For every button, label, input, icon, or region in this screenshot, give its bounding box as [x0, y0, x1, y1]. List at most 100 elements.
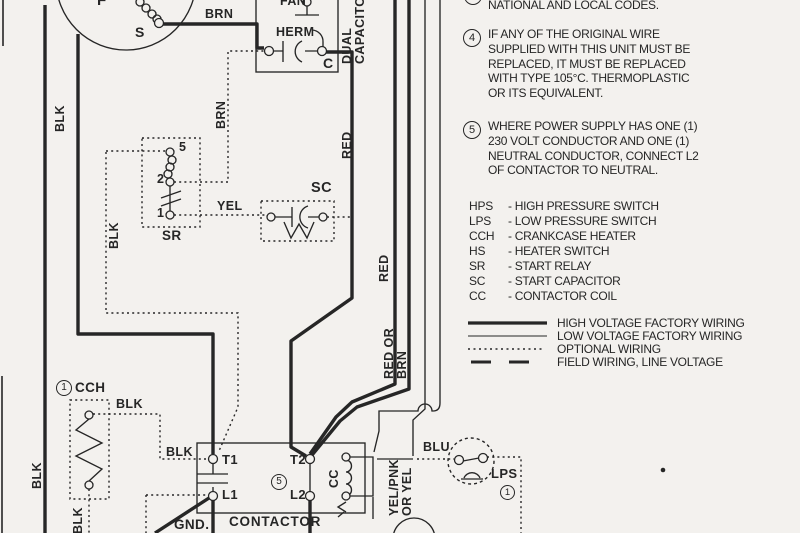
opt-wire-cch-to-t1: [93, 413, 207, 460]
note4-ref: 4: [463, 29, 481, 47]
start-relay-label: SR: [162, 228, 182, 243]
herm-capacitor-plates: [274, 40, 318, 63]
legend-label-low-voltage: LOW VOLTAGE FACTORY WIRING: [557, 329, 743, 343]
abbr-sc: SC: [469, 274, 486, 288]
terminal-sr-5: [165, 147, 175, 157]
contactor-coil-bracket: [350, 456, 374, 497]
herm-label: HERM: [276, 25, 315, 39]
legend-label-optional: OPTIONAL WIRING: [557, 342, 661, 356]
wire-red-supply-to-t2: [308, 0, 397, 455]
contactor-note-ref: 5: [271, 474, 287, 490]
contactor-coil-label: CC: [327, 469, 341, 488]
lps-contact-bar: [462, 457, 480, 462]
opt-wire-brn-sr2-to-herm: [174, 50, 264, 183]
note4-line1: IF ANY OF THE ORIGINAL WIRE: [488, 27, 660, 41]
terminal-sr-1: [165, 210, 175, 220]
terminal-sc-left: [266, 212, 276, 222]
dual-capacitor-box: [255, 0, 339, 73]
wire-label-yel-pnk-line2: OR YEL: [400, 467, 414, 516]
contactor-l2-label: L2: [290, 487, 306, 502]
wire-label-blk-cch: BLK: [116, 397, 143, 411]
note3-text: NATIONAL AND LOCAL CODES.: [488, 0, 659, 13]
terminal-lps-left: [453, 454, 465, 466]
compressor-s-label: S: [135, 24, 145, 40]
contactor-contact-bars: [197, 463, 228, 492]
crankcase-heater-resistor: [74, 418, 104, 482]
c-terminal-label: C: [323, 55, 334, 71]
sr-terminal-5-label: 5: [179, 140, 187, 154]
cch-note-ref: 1: [56, 380, 72, 396]
fan-capacitor-plate: [295, 6, 319, 16]
wire-label-blu: BLU: [423, 440, 450, 454]
wire-label-red-1: RED: [340, 131, 354, 159]
wire-l1-to-gnd: [154, 496, 210, 533]
wire-red-or-brn-to-t2: [310, 0, 411, 457]
abbr-sc-def: - START CAPACITOR: [508, 274, 621, 288]
abbr-hps: HPS: [469, 199, 494, 213]
note4-text: IF ANY OF THE ORIGINAL WIRE SUPPLIED WIT…: [488, 27, 690, 101]
abbr-hps-def: - HIGH PRESSURE SWITCH: [508, 199, 659, 213]
wire-red-c-to-t2: [289, 50, 354, 458]
note5-text: WHERE POWER SUPPLY HAS ONE (1) 230 VOLT …: [488, 119, 699, 178]
bottom-component-outline: [393, 517, 435, 533]
note5-line2: 230 VOLT CONDUCTOR AND ONE (1): [488, 133, 690, 148]
opt-wire-blk-to-t1: [105, 152, 239, 452]
terminal-fan: [302, 0, 312, 7]
compressor-f-label: F: [97, 0, 107, 9]
note5-ref: 5: [463, 121, 481, 139]
abbr-hs: HS: [469, 244, 486, 258]
sr-terminal-1-label: 1: [157, 206, 165, 220]
coil-connector-marks: [336, 501, 347, 518]
contactor-t2-label: T2: [290, 452, 306, 467]
lps-label: LPS: [491, 466, 518, 481]
terminal-lps-right: [477, 452, 489, 464]
dual-capacitor-label: DUAL CAPACITOR: [340, 0, 367, 64]
terminal-compressor-s: [153, 17, 165, 29]
note5-line4: OF CONTACTOR TO NEUTRAL.: [488, 163, 658, 178]
wire-label-yel: YEL: [217, 199, 243, 213]
wire-blk-compressor-to-t1: [76, 34, 215, 454]
contactor-label: CONTACTOR: [229, 514, 322, 529]
note3-line: NATIONAL AND LOCAL CODES.: [488, 0, 659, 12]
terminal-t2: [304, 453, 316, 465]
lps-diaphragm: [461, 472, 483, 480]
terminal-cc-top: [341, 452, 351, 462]
abbr-hs-def: - HEATER SWITCH: [508, 244, 610, 258]
start-relay-coil: [163, 155, 177, 179]
lps-outline: [447, 437, 495, 485]
lps-note-ref: 1: [500, 485, 515, 500]
note4-line3: REPLACED, IT MUST BE REPLACED: [488, 56, 686, 71]
wire-label-brn-vertical: BRN: [214, 100, 228, 129]
gnd-label: GND.: [174, 517, 210, 532]
note4-line5: OR ITS EQUIVALENT.: [488, 86, 604, 101]
terminal-c: [316, 45, 328, 57]
start-relay-contact: [160, 186, 182, 211]
wire-label-blk-cch-bottom: BLK: [71, 507, 85, 533]
wire-brn-s-to-herm: [163, 22, 264, 50]
terminal-sc-right: [318, 212, 328, 222]
terminal-cc-bottom: [341, 491, 351, 501]
wire-lv-control-a: [412, 0, 426, 456]
wire-label-yel-pnk: YEL/PNK OR YEL: [387, 459, 414, 516]
abbr-lps-def: - LOW PRESSURE SWITCH: [508, 214, 657, 228]
terminal-l2: [304, 490, 316, 502]
terminal-cch-bottom: [84, 480, 94, 490]
terminal-cch-top: [84, 410, 94, 420]
abbr-cch: CCH: [469, 229, 495, 243]
wire-label-red-or-brn-line2: BRN: [395, 350, 409, 379]
contactor-t1-label: T1: [222, 452, 238, 467]
start-capacitor-box: [260, 200, 335, 242]
contactor-coil-cc: [345, 459, 353, 497]
wire-lv-control-b-with-hop: [373, 0, 441, 453]
wire-label-blk-optional: BLK: [107, 222, 121, 249]
fan-label: FAN: [280, 0, 307, 8]
abbr-lps: LPS: [469, 214, 492, 228]
wire-label-red-or-brn: RED OR BRN: [382, 328, 409, 379]
dual-capacitor-label-line2: CAPACITOR: [353, 0, 367, 64]
terminal-t1: [207, 453, 219, 465]
scan-speck: [660, 467, 666, 473]
start-capacitor-plates: [275, 205, 319, 229]
contactor-l1-label: L1: [222, 487, 238, 502]
